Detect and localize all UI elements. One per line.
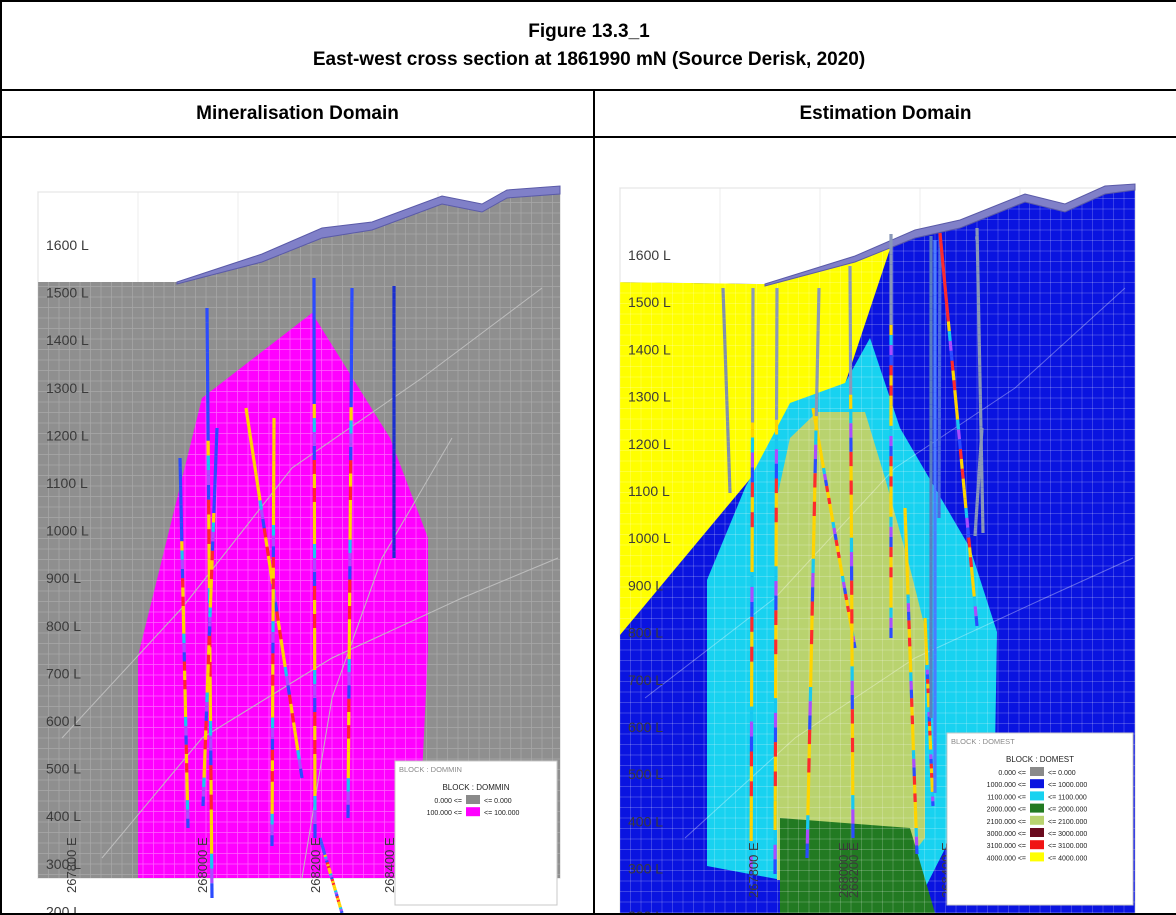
legend-swatch	[1030, 852, 1044, 861]
level-label: 1200 L	[628, 436, 671, 452]
easting-label: 268000 E	[195, 837, 210, 893]
level-label: 1100 L	[46, 475, 88, 491]
legend-heading: BLOCK : DOMEST	[1006, 755, 1074, 764]
level-label: 1400 L	[46, 332, 89, 348]
legend-tag: BLOCK : DOMEST	[951, 737, 1015, 746]
legend-row-from: 100.000 <=	[427, 810, 462, 817]
legend-row-to: <= 0.000	[484, 798, 512, 805]
level-label: 1100 L	[628, 483, 670, 499]
legend-row-to: <= 3000.000	[1048, 831, 1087, 838]
level-label: 700 L	[46, 665, 81, 681]
legend-row-from: 2000.000 <=	[987, 807, 1026, 814]
panel-heading-estimation: Estimation Domain	[594, 90, 1176, 137]
drillhole	[314, 278, 315, 838]
legend-row-to: <= 100.000	[484, 810, 520, 817]
drillhole	[775, 288, 777, 874]
legend-row-to: <= 2000.000	[1048, 807, 1087, 814]
mineralisation-section-image: 1600 L 1500 L 1400 L 1300 L 1200 L 1100 L 1000…	[2, 138, 594, 913]
legend-row-to: <= 1000.000	[1048, 782, 1087, 789]
legend-row-from: 0.000 <=	[998, 770, 1026, 777]
legend-swatch	[466, 807, 480, 816]
level-label: 1000 L	[46, 523, 89, 539]
level-label: 1500 L	[46, 285, 89, 301]
easting-label: 268200 E	[308, 837, 323, 893]
legend-swatch	[1030, 767, 1044, 776]
legend-row-to: <= 2100.000	[1048, 819, 1087, 826]
level-label: 500 L	[628, 766, 663, 782]
level-label: 1000 L	[628, 530, 671, 546]
legend-box: BLOCK : DOMMIN BLOCK : DOMMIN 0.000 <= <= 0…	[395, 761, 557, 905]
level-label: 300 L	[628, 861, 663, 877]
legend-row-to: <= 0.000	[1048, 770, 1076, 777]
legend-row-from: 2100.000 <=	[987, 819, 1026, 826]
legend-row-from: 0.000 <=	[434, 798, 462, 805]
easting-label: 267800 E	[746, 842, 761, 898]
drillhole	[272, 418, 274, 846]
level-label: 900 L	[628, 577, 663, 593]
easting-label: 268200 E	[846, 842, 861, 898]
legend-swatch	[466, 795, 480, 804]
legend-swatch	[1030, 804, 1044, 813]
drillhole	[939, 233, 940, 518]
level-label: 1300 L	[628, 389, 671, 405]
figure-number: Figure 13.3_1	[2, 18, 1176, 46]
legend-row-to: <= 4000.000	[1048, 855, 1087, 862]
legend-tag: BLOCK : DOMMIN	[399, 765, 462, 774]
level-label: 600 L	[628, 719, 663, 735]
drillhole	[751, 288, 753, 886]
legend-swatch	[1030, 816, 1044, 825]
figure-title: East-west cross section at 1861990 mN (S…	[2, 46, 1176, 74]
legend-row-from: 1100.000 <=	[987, 794, 1026, 801]
level-label: 700 L	[628, 672, 663, 688]
level-label: 600 L	[46, 713, 81, 729]
legend-swatch	[1030, 791, 1044, 800]
easting-label: 267800 E	[64, 837, 79, 893]
estimation-section-image: 1600 L 1500 L 1400 L 1300 L 1200 L 1100 L 1000…	[595, 138, 1175, 913]
level-label: 200 L	[628, 908, 663, 913]
legend-swatch	[1030, 828, 1044, 837]
legend-row-from: 3100.000 <=	[987, 843, 1026, 850]
legend-row-from: 3000.000 <=	[987, 831, 1026, 838]
legend-box: BLOCK : DOMEST BLOCK : DOMEST 0.000 <= <= 0…	[947, 733, 1133, 905]
legend-swatch	[1030, 779, 1044, 788]
legend-row-to: <= 3100.000	[1048, 843, 1087, 850]
legend-row-from: 1000.000 <=	[987, 782, 1026, 789]
level-label: 400 L	[628, 813, 663, 829]
panel-estimation: 1600 L 1500 L 1400 L 1300 L 1200 L 1100 L 1000…	[594, 137, 1176, 914]
level-label: 1600 L	[628, 247, 671, 263]
level-label: 400 L	[46, 808, 81, 824]
panel-mineralisation: 1600 L 1500 L 1400 L 1300 L 1200 L 1100 L 1000…	[1, 137, 594, 914]
level-label: 800 L	[46, 618, 81, 634]
level-label: 1300 L	[46, 380, 89, 396]
legend-row-from: 4000.000 <=	[987, 855, 1026, 862]
legend-row-to: <= 1100.000	[1048, 794, 1087, 801]
level-label: 900 L	[46, 570, 81, 586]
legend-swatch	[1030, 840, 1044, 849]
level-label: 1200 L	[46, 427, 89, 443]
level-label: 800 L	[628, 625, 663, 641]
level-label: 500 L	[46, 761, 81, 777]
level-label: 1600 L	[46, 237, 89, 253]
figure-caption: Figure 13.3_1 East-west cross section at…	[1, 1, 1176, 90]
panel-heading-mineralisation: Mineralisation Domain	[1, 90, 594, 137]
legend-heading: BLOCK : DOMMIN	[442, 783, 509, 792]
level-label: 1400 L	[628, 341, 671, 357]
level-label: 1500 L	[628, 294, 671, 310]
